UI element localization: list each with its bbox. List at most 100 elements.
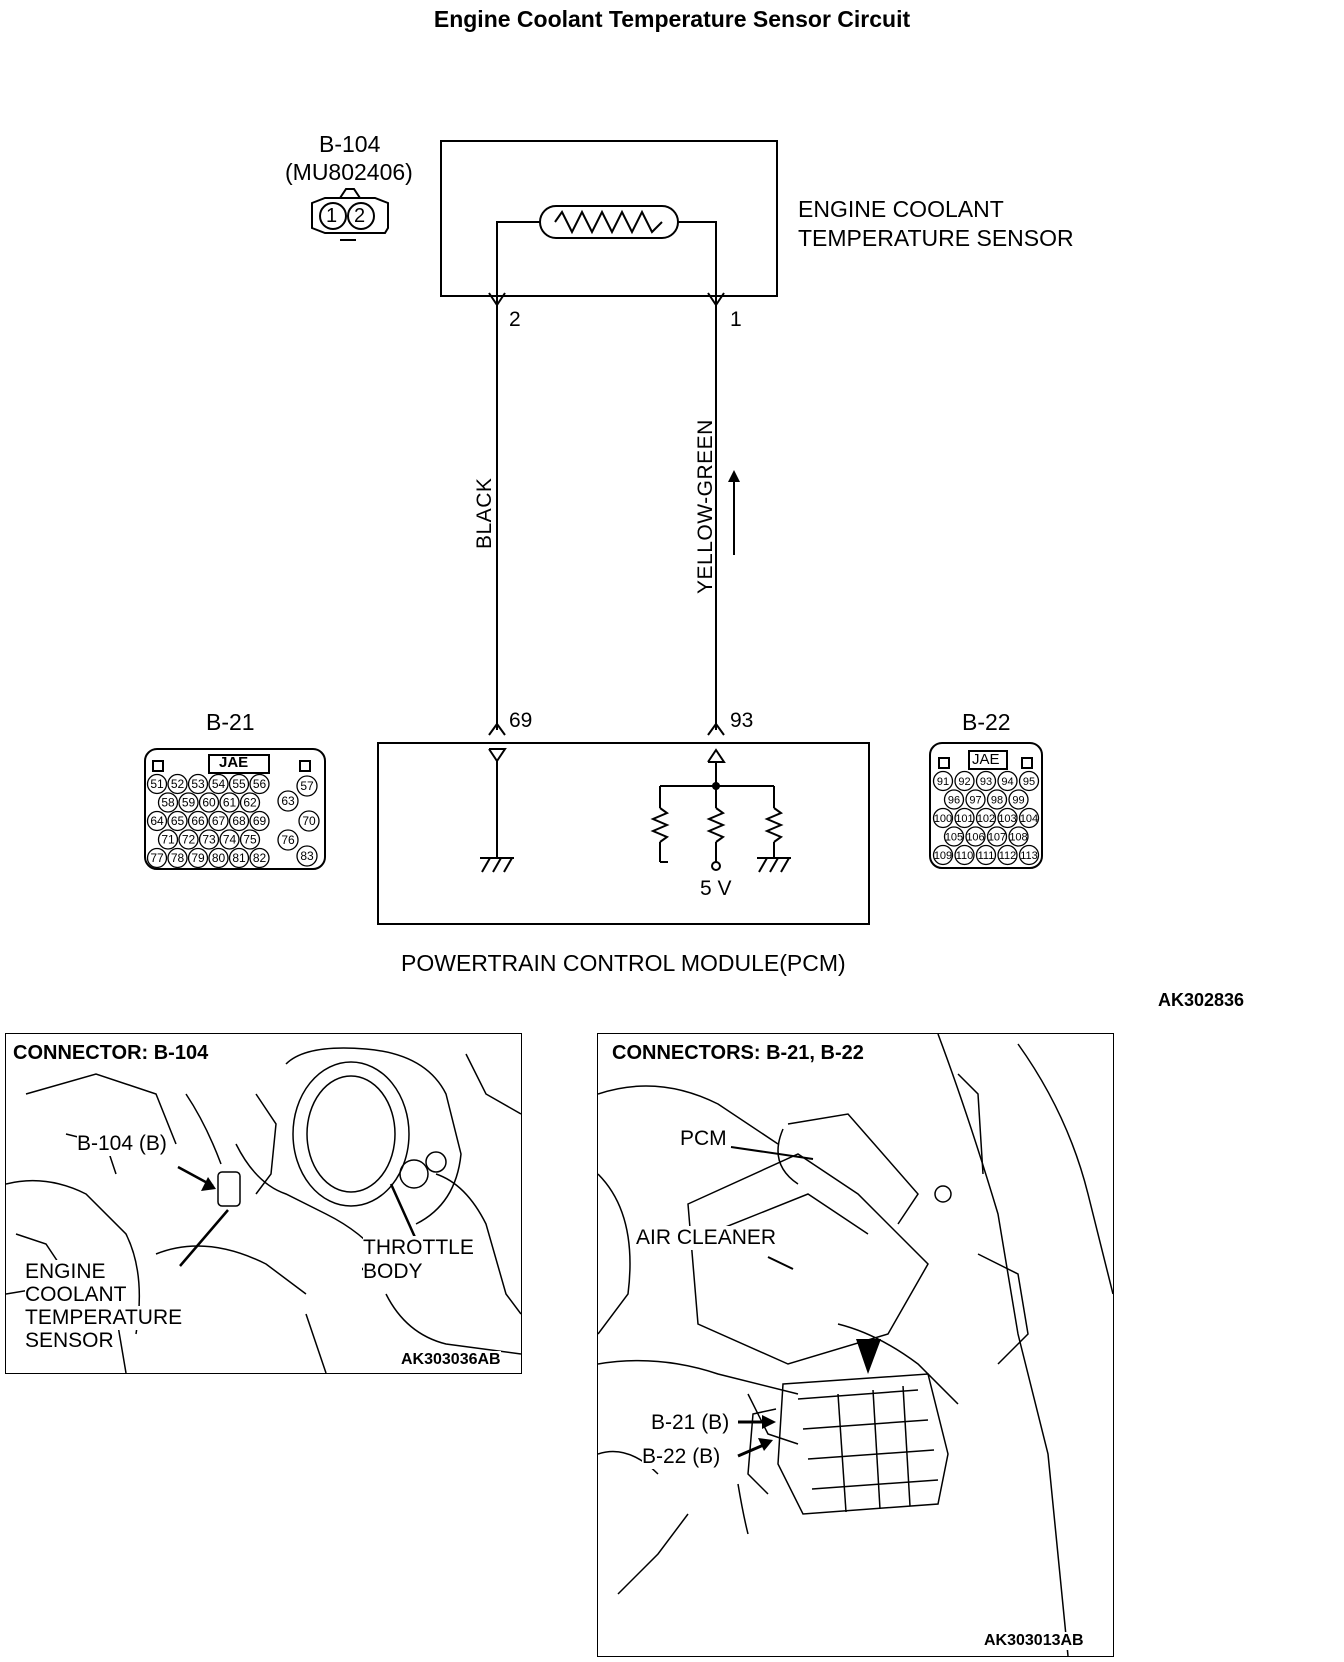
b22-pin-label: 108 — [1009, 832, 1027, 844]
callout-air-cleaner: AIR CLEANER — [636, 1226, 777, 1250]
callout-sensor-line1: ENGINE — [25, 1260, 106, 1284]
b22-pin-label: 100 — [934, 813, 952, 825]
b21-brand: JAE — [219, 754, 249, 771]
callout-throttle-line1: THROTTLE — [363, 1236, 474, 1260]
b21-pin — [239, 829, 261, 850]
pcm-pin-93-label: 93 — [730, 709, 754, 732]
panel-left-code: AK303036AB — [401, 1351, 501, 1369]
sensor-box — [440, 140, 778, 297]
sensor-pin-2-label: 2 — [509, 308, 521, 331]
b21-pin-label: 55 — [232, 777, 246, 791]
b104-pin-2: 2 — [354, 205, 366, 227]
b22-pin-label: 110 — [956, 850, 974, 862]
b21-pin — [228, 773, 250, 795]
b21-pin-label: 63 — [281, 794, 295, 808]
b22-pin-label: 94 — [1001, 776, 1013, 788]
pcm-box — [377, 742, 870, 925]
b21-pin-label: 75 — [243, 833, 257, 847]
b22-pin-label: 111 — [978, 850, 995, 862]
b104-part-number: (MU802406) — [285, 159, 413, 185]
b21-pin-label: 83 — [300, 849, 314, 863]
b22-brand: JAE — [972, 751, 1000, 768]
b22-pin — [997, 844, 1018, 866]
b22-pin-label: 103 — [998, 813, 1016, 825]
callout-b22: B-22 (B) — [642, 1445, 721, 1469]
b21-pin-label: 56 — [253, 777, 267, 791]
pcm-supply-voltage: 5 V — [700, 877, 732, 900]
engine-bay-illustration-right — [598, 1034, 1113, 1656]
b21-pin-label: 61 — [223, 796, 237, 810]
b22-pin — [954, 807, 975, 829]
b22-pin — [943, 789, 965, 810]
b22-pin-label: 107 — [988, 832, 1006, 844]
b21-pin-label: 69 — [253, 814, 267, 828]
b22-pin — [986, 789, 1008, 810]
b22-pin — [975, 844, 997, 866]
b22-pin-label: 97 — [969, 795, 981, 807]
b22-pin-label: 104 — [1020, 813, 1038, 825]
b22-pin — [1018, 844, 1040, 866]
b21-pin — [208, 810, 229, 832]
b22-pin-label: 96 — [948, 795, 960, 807]
b21-pin-label: 78 — [171, 851, 185, 865]
b22-pin-label: 102 — [977, 813, 995, 825]
b22-pin — [954, 844, 975, 866]
b22-pin — [932, 770, 954, 792]
b22-pin — [965, 789, 986, 810]
b22-pin — [975, 807, 997, 829]
b22-pin-label: 101 — [955, 813, 973, 825]
b21-connector-id: B-21 — [206, 709, 255, 735]
b21-pin — [198, 829, 220, 850]
b22-pin — [997, 770, 1018, 792]
callout-sensor-line2: COOLANT — [25, 1283, 127, 1307]
b21-pin-label: 66 — [191, 814, 205, 828]
sensor-label-line1: ENGINE COOLANT — [798, 196, 1004, 222]
b22-pin — [1008, 826, 1029, 847]
b22-pin-label: 95 — [1023, 776, 1035, 788]
b22-pin — [954, 770, 975, 792]
pcm-pin-69-label: 69 — [509, 709, 533, 732]
b21-pin — [187, 847, 209, 869]
b21-pin — [277, 829, 299, 851]
b22-pin — [975, 770, 997, 792]
b21-pin — [296, 775, 318, 797]
callout-b21: B-21 (B) — [651, 1411, 730, 1435]
b22-pin-label: 112 — [999, 850, 1017, 862]
thermistor-symbol — [539, 205, 679, 239]
b104-pin-1: 1 — [326, 205, 338, 227]
b22-pin-label: 91 — [937, 776, 949, 788]
b22-pin-label: 92 — [958, 776, 970, 788]
callout-b104: B-104 (B) — [77, 1132, 167, 1156]
b22-pin-label: 109 — [934, 850, 952, 862]
panel-right-heading: CONNECTORS: B-21, B-22 — [610, 1042, 866, 1065]
b22-pin-label: 93 — [980, 776, 992, 788]
b21-pin — [208, 847, 229, 869]
wire-color-yellow-green: YELLOW-GREEN — [694, 419, 717, 594]
b21-pin-label: 57 — [300, 779, 314, 793]
b21-pin-label: 74 — [223, 833, 237, 847]
panel-left-heading: CONNECTOR: B-104 — [10, 1042, 212, 1065]
b21-pin-label: 65 — [171, 814, 185, 828]
page-title: Engine Coolant Temperature Sensor Circui… — [433, 6, 911, 32]
b21-pin-label: 52 — [171, 777, 185, 791]
b21-pin — [146, 810, 168, 832]
b21-pin-label: 64 — [150, 814, 164, 828]
b21-pin — [187, 810, 209, 832]
b21-pin-label: 82 — [253, 851, 267, 865]
b21-pin — [146, 847, 168, 869]
b21-pin — [167, 810, 188, 832]
b21-pin-label: 60 — [202, 796, 216, 810]
b21-pin — [296, 845, 318, 867]
b22-pin-label: 99 — [1012, 795, 1024, 807]
b22-pin — [997, 807, 1018, 829]
b22-pin — [986, 826, 1008, 847]
b21-pin-label: 53 — [191, 777, 205, 791]
b21-pin-label: 72 — [182, 833, 196, 847]
b21-pin — [167, 847, 188, 869]
b21-pin — [228, 847, 250, 869]
callout-pcm: PCM — [680, 1127, 727, 1151]
b104-connector-id: B-104 — [319, 131, 381, 157]
b21-pin-label: 71 — [161, 833, 175, 847]
b21-pin — [187, 773, 209, 795]
